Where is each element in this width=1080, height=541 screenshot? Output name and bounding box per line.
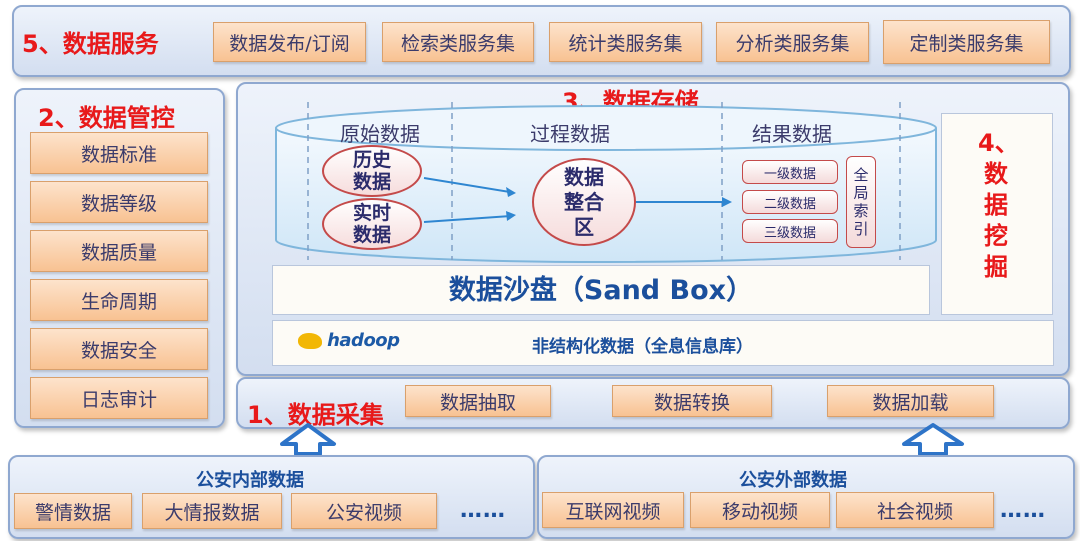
- service-item-search[interactable]: 检索类服务集: [382, 22, 534, 62]
- integration-zone: 数据整合区: [532, 158, 636, 246]
- collection-extract[interactable]: 数据抽取: [405, 385, 551, 417]
- service-item-stats[interactable]: 统计类服务集: [549, 22, 702, 62]
- level-2-data: 二级数据: [742, 190, 838, 214]
- external-item-mobile[interactable]: 移动视频: [690, 492, 830, 528]
- internal-up-arrow: [280, 423, 336, 456]
- data-service-title: 5、数据服务: [22, 30, 159, 58]
- external-more: ……: [1000, 498, 1046, 523]
- realtime-data: 实时数据: [322, 198, 422, 250]
- history-data: 历史数据: [322, 145, 422, 197]
- unstructured-label: 非结构化数据（全息信息库）: [532, 337, 753, 357]
- internal-data-title: 公安内部数据: [196, 470, 304, 491]
- external-item-internet[interactable]: 互联网视频: [542, 492, 684, 528]
- data-collection-title: 1、数据采集: [247, 401, 384, 429]
- external-item-social[interactable]: 社会视频: [836, 492, 994, 528]
- level-3-data: 三级数据: [742, 219, 838, 243]
- global-index: 全局索引: [846, 156, 876, 248]
- sandbox-label: 数据沙盘（Sand Box）: [448, 275, 754, 306]
- internal-item-alert[interactable]: 警情数据: [14, 493, 132, 529]
- hadoop-elephant-icon: [298, 332, 322, 349]
- control-item-quality[interactable]: 数据质量: [30, 230, 208, 272]
- unstructured-bar: [272, 320, 1054, 366]
- level-1-data: 一级数据: [742, 160, 838, 184]
- service-item-custom[interactable]: 定制类服务集: [883, 20, 1050, 64]
- external-up-arrow: [902, 423, 964, 456]
- arrow-realtime: [423, 215, 511, 223]
- data-mining-box: [941, 113, 1053, 315]
- data-mining-title: 4、数据挖掘: [978, 129, 1019, 281]
- hadoop-wordmark: hadoop: [327, 330, 400, 351]
- hadoop-logo: hadoop: [298, 330, 400, 351]
- internal-more: ……: [460, 498, 506, 523]
- internal-item-intel[interactable]: 大情报数据: [142, 493, 282, 529]
- control-item-security[interactable]: 数据安全: [30, 328, 208, 370]
- data-control-title: 2、数据管控: [38, 104, 175, 132]
- control-item-audit[interactable]: 日志审计: [30, 377, 208, 419]
- sandbox-bar: [272, 265, 930, 315]
- column-raw: 原始数据: [340, 122, 420, 146]
- service-item-publish[interactable]: 数据发布/订阅: [213, 22, 366, 62]
- control-item-lifecycle[interactable]: 生命周期: [30, 279, 208, 321]
- collection-load[interactable]: 数据加载: [827, 385, 994, 417]
- column-process: 过程数据: [530, 122, 610, 146]
- service-item-analysis[interactable]: 分析类服务集: [716, 22, 869, 62]
- arrow-history: [423, 177, 511, 193]
- control-item-standard[interactable]: 数据标准: [30, 132, 208, 174]
- column-result: 结果数据: [752, 122, 832, 146]
- control-item-level[interactable]: 数据等级: [30, 181, 208, 223]
- external-data-title: 公安外部数据: [739, 470, 847, 491]
- collection-transform[interactable]: 数据转换: [612, 385, 772, 417]
- internal-item-video[interactable]: 公安视频: [291, 493, 437, 529]
